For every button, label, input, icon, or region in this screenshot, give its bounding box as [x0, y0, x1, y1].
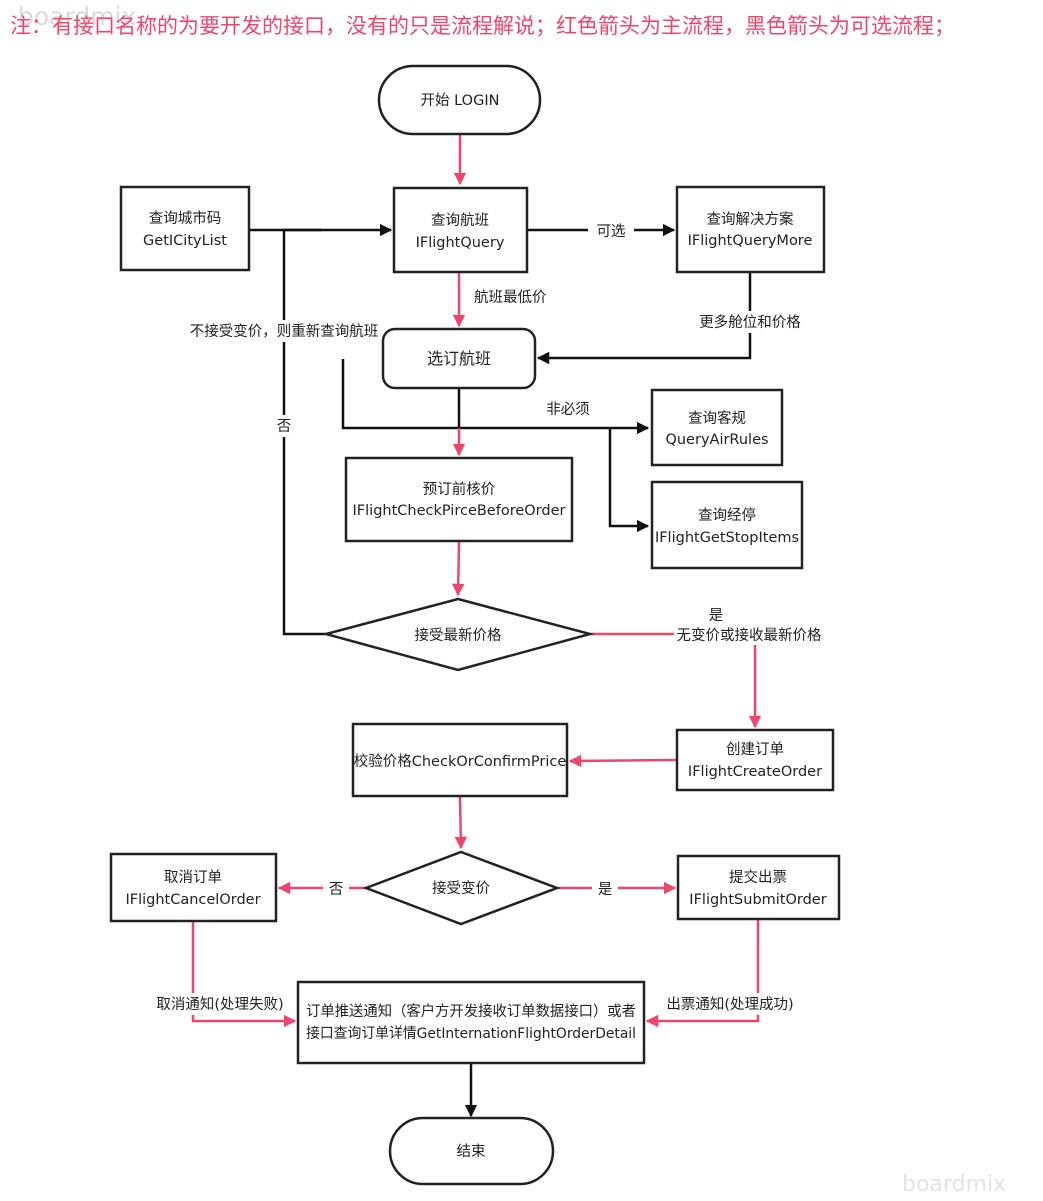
node-order-notify-line1: 订单推送通知（客户方开发接收订单数据接口）或者 — [306, 1003, 636, 1020]
edge-submit-notify — [645, 920, 760, 1028]
node-select-flight: 选订航班 — [381, 327, 537, 390]
decision-accept-price-change: 接受变价 — [362, 850, 561, 926]
label-bg — [323, 878, 349, 900]
label-bg — [664, 993, 796, 1015]
edge-label-yes-submit: 是 — [598, 882, 613, 898]
edge-label-no-left: 否 — [277, 419, 292, 435]
edge-label-not-required: 非必须 — [546, 401, 590, 418]
node-cancel-order-title: 取消订单 — [164, 869, 222, 886]
label-bg — [188, 320, 382, 342]
node-query-air-rules: 查询客规 QueryAirRules — [650, 388, 784, 467]
edge-checkprice-accept — [451, 541, 465, 597]
label-bg — [698, 311, 804, 333]
edge-create-confirm — [568, 754, 678, 768]
edge-label-cancel-notify: 取消通知(处理失败) — [156, 996, 283, 1013]
node-end-label: 结束 — [457, 1143, 486, 1160]
node-select-flight-title: 选订航班 — [427, 349, 491, 368]
node-order-notify: 订单推送通知（客户方开发接收订单数据接口）或者 接口查询订单详情GetInter… — [296, 980, 646, 1065]
node-get-stop-items: 查询经停 IFlightGetStopItems — [650, 480, 804, 570]
node-create-order: 创建订单 IFlightCreateOrder — [675, 728, 835, 792]
node-flight-query-title: 查询航班 — [431, 212, 489, 229]
edge-label-optional: 可选 — [597, 223, 626, 240]
edge-label-issue-notify: 出票通知(处理成功) — [666, 996, 793, 1013]
node-check-price-api: IFlightCheckPirceBeforeOrder — [353, 503, 566, 519]
node-flight-query-api: IFlightQuery — [416, 235, 505, 251]
edge-label-reject-requery: 不接受变价，则重新查询航班 — [190, 323, 379, 340]
node-check-price-title: 预订前核价 — [423, 481, 496, 498]
node-query-air-rules-title: 查询客规 — [688, 410, 746, 427]
node-flight-query-more: 查询解决方案 IFlightQueryMore — [675, 185, 826, 274]
edge-accept-yes-create — [590, 632, 762, 729]
label-bg — [273, 415, 295, 437]
label-bg — [592, 878, 618, 900]
node-cancel-order: 取消订单 IFlightCancelOrder — [109, 852, 278, 923]
edge-label-no-cancel: 否 — [329, 882, 344, 898]
node-check-or-confirm-price: 校验价格CheckOrConfirmPrice — [351, 722, 569, 798]
edge-cancel-notify — [191, 922, 297, 1028]
label-bg — [588, 220, 634, 242]
node-get-city-list: 查询城市码 GetICityList — [119, 185, 251, 272]
header-note: 注：有接口名称的为要开发的接口，没有的只是流程解说；红色箭头为主流程，黑色箭头为… — [10, 14, 955, 38]
node-submit-order-api: IFlightSubmitOrder — [689, 892, 826, 908]
watermark-top: boardmix — [18, 2, 136, 31]
node-check-price-before-order: 预订前核价 IFlightCheckPirceBeforeOrder — [344, 456, 574, 543]
edge-label-lowest-price: 航班最低价 — [474, 289, 547, 306]
label-bg — [674, 625, 824, 645]
node-cancel-order-api: IFlightCancelOrder — [125, 892, 260, 908]
node-end: 结束 — [388, 1116, 555, 1186]
node-get-city-list-api: GetICityList — [143, 233, 227, 249]
node-flight-query-more-title: 查询解决方案 — [707, 210, 794, 228]
label-bg — [152, 993, 286, 1015]
decision-accept-latest-price: 接受最新价格 — [321, 597, 595, 672]
decision-accept-latest-price-label: 接受最新价格 — [415, 627, 502, 644]
watermark-bottom: boardmix — [902, 1172, 1006, 1197]
edge-select-stopitems — [608, 428, 650, 533]
node-create-order-title: 创建订单 — [726, 741, 784, 758]
node-flight-query: 查询航班 IFlightQuery — [392, 186, 529, 274]
node-query-air-rules-api: QueryAirRules — [665, 432, 768, 448]
edge-select-airrules — [341, 359, 650, 435]
node-flight-query-more-api: IFlightQueryMore — [688, 233, 813, 249]
node-start: 开始 LOGIN — [377, 64, 542, 136]
edge-querymore-select — [536, 272, 752, 365]
node-submit-order-title: 提交出票 — [729, 868, 787, 886]
node-get-stop-items-api: IFlightGetStopItems — [655, 530, 799, 546]
decision-accept-price-change-label: 接受变价 — [432, 880, 490, 897]
node-check-or-confirm-price-title: 校验价格CheckOrConfirmPrice — [354, 753, 567, 770]
node-order-notify-line2: 接口查询订单详情GetInternationFlightOrderDetail — [306, 1025, 636, 1042]
edge-label-yes-top: 是 — [709, 608, 724, 624]
edge-confirm-acceptchange — [454, 796, 468, 850]
node-get-city-list-title: 查询城市码 — [149, 210, 222, 227]
node-submit-order: 提交出票 IFlightSubmitOrder — [676, 854, 841, 921]
edge-label-yes-bottom: 无变价或接收最新价格 — [677, 627, 822, 644]
edge-label-more-cabins: 更多舱位和价格 — [699, 314, 801, 331]
node-get-stop-items-title: 查询经停 — [698, 507, 756, 524]
node-create-order-api: IFlightCreateOrder — [688, 764, 822, 780]
node-start-label: 开始 LOGIN — [421, 92, 500, 109]
